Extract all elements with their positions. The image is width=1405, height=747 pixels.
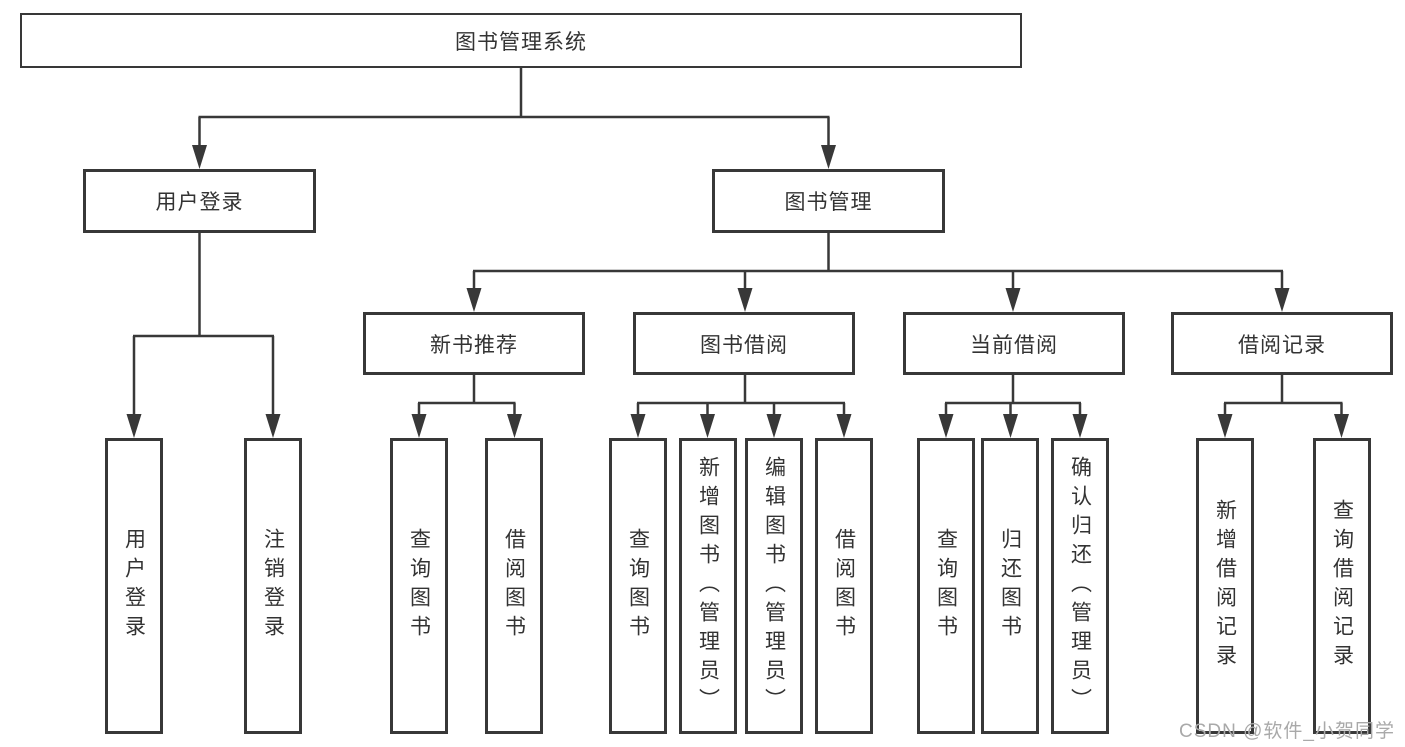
leaf-edit-book-admin: 编辑图书（管理员）: [745, 438, 803, 734]
connector-current-to-leaves: [938, 375, 1088, 438]
leaf-return-book: 归还图书: [981, 438, 1039, 734]
leaf-add-book-admin: 新增图书（管理员）: [679, 438, 737, 734]
csdn-watermark: CSDN @软件_小贺同学: [1179, 721, 1395, 742]
leaf-query-books-current: 查询图书: [917, 438, 975, 734]
node-borrowing-records: 借阅记录: [1171, 312, 1393, 375]
connector-records-to-leaves: [1217, 375, 1349, 438]
leaf-borrow-books-label: 借阅图书: [832, 528, 856, 644]
leaf-query-books-borrow-label: 查询图书: [626, 528, 650, 644]
leaf-add-borrow-record: 新增借阅记录: [1196, 438, 1254, 734]
connector-login-to-leaves: [126, 233, 281, 438]
leaf-query-borrow-record-label: 查询借阅记录: [1330, 499, 1354, 673]
leaf-edit-book-admin-label: 编辑图书（管理员）: [762, 455, 786, 717]
leaf-logout: 注销登录: [244, 438, 302, 734]
leaf-add-book-admin-label: 新增图书（管理员）: [696, 455, 720, 717]
leaf-query-books-recommend: 查询图书: [390, 438, 448, 734]
connector-root-to-level2: [192, 66, 836, 169]
node-current-borrowing: 当前借阅: [903, 312, 1125, 375]
leaf-borrow-books-recommend: 借阅图书: [485, 438, 543, 734]
leaf-query-books-recommend-label: 查询图书: [407, 528, 431, 644]
leaf-add-borrow-record-label: 新增借阅记录: [1213, 499, 1237, 673]
connector-bookborrow-to-leaves: [630, 375, 852, 438]
node-new-book-recommend: 新书推荐: [363, 312, 585, 375]
node-library-management-system: 图书管理系统: [20, 13, 1022, 68]
connector-management-to-level3: [466, 233, 1290, 312]
node-book-management: 图书管理: [712, 169, 945, 233]
leaf-query-books-borrow: 查询图书: [609, 438, 667, 734]
node-book-borrowing: 图书借阅: [633, 312, 855, 375]
leaf-confirm-return-admin-label: 确认归还（管理员）: [1068, 455, 1092, 717]
leaf-borrow-books-recommend-label: 借阅图书: [502, 528, 526, 644]
leaf-confirm-return-admin: 确认归还（管理员）: [1051, 438, 1109, 734]
leaf-query-books-current-label: 查询图书: [934, 528, 958, 644]
leaf-borrow-books: 借阅图书: [815, 438, 873, 734]
node-user-login: 用户登录: [83, 169, 316, 233]
connector-newbook-to-leaves: [411, 375, 522, 438]
leaf-user-login-label: 用户登录: [122, 528, 146, 644]
leaf-query-borrow-record: 查询借阅记录: [1313, 438, 1371, 734]
leaf-logout-label: 注销登录: [261, 528, 285, 644]
leaf-user-login: 用户登录: [105, 438, 163, 734]
leaf-return-book-label: 归还图书: [998, 528, 1022, 644]
